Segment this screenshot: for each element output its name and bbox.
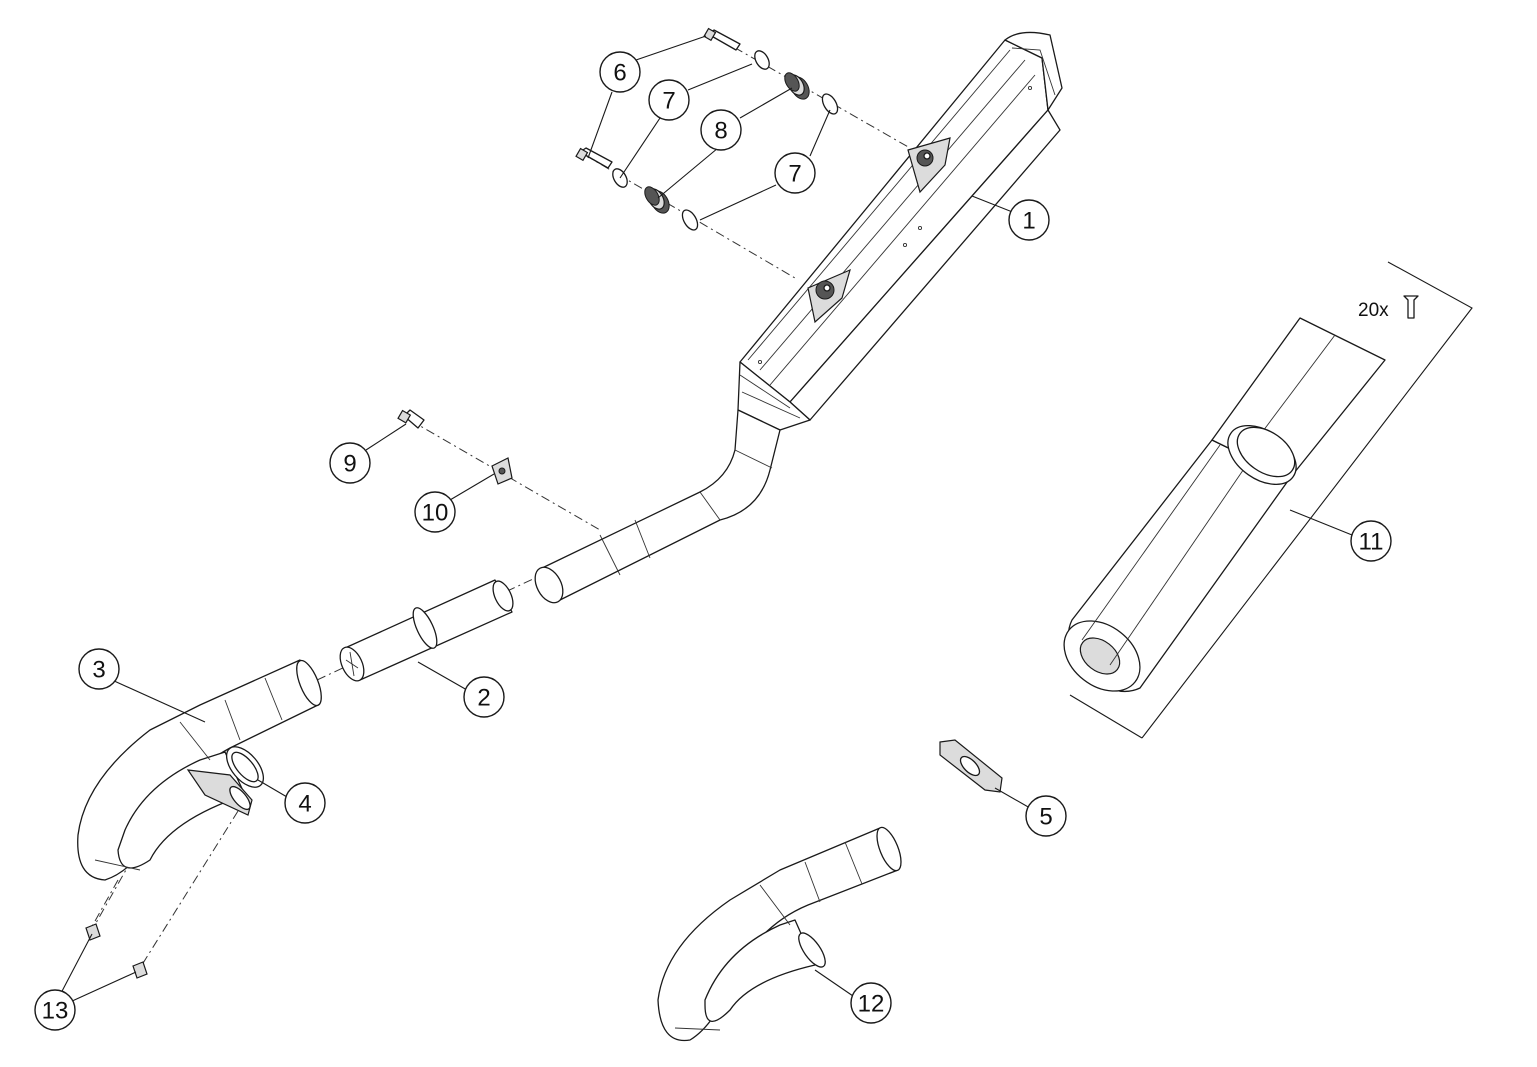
callout-10: 10 xyxy=(414,491,456,533)
callout-2: 2 xyxy=(463,676,505,718)
callout-6: 6 xyxy=(599,51,641,93)
callout-4-label: 4 xyxy=(298,791,311,818)
rivet-quantity-label: 20x xyxy=(1358,300,1389,321)
callout-3-label: 3 xyxy=(92,657,105,684)
axis-nut-b xyxy=(139,794,249,969)
leader-lines xyxy=(59,35,1353,1003)
callout-10-label: 10 xyxy=(422,500,449,527)
header-pipe-alt xyxy=(657,826,902,1042)
callout-7a: 7 xyxy=(648,79,690,121)
callout-1-label: 1 xyxy=(1022,208,1035,235)
connector-pipe xyxy=(339,579,514,682)
callout-3: 3 xyxy=(78,648,120,690)
clamp-bolt xyxy=(397,409,425,429)
callout-11-label: 11 xyxy=(1359,529,1384,556)
rivet-icon xyxy=(1403,295,1419,319)
header-pipe xyxy=(77,659,322,881)
flange-nuts xyxy=(85,923,148,979)
callout-2-label: 2 xyxy=(477,685,490,712)
callout-4: 4 xyxy=(284,782,326,824)
callout-7b: 7 xyxy=(774,152,816,194)
callout-13-label: 13 xyxy=(42,998,69,1025)
callout-7a-label: 7 xyxy=(662,88,675,115)
flange-plate xyxy=(939,739,1003,793)
callout-5: 5 xyxy=(1025,795,1067,837)
callout-9: 9 xyxy=(329,442,371,484)
callout-6-label: 6 xyxy=(613,60,626,87)
axis-upper-bolt xyxy=(717,37,911,149)
callout-12-label: 12 xyxy=(858,991,885,1018)
callout-5-label: 5 xyxy=(1039,804,1052,831)
callout-12: 12 xyxy=(850,982,892,1024)
silencer xyxy=(737,31,1063,431)
callouts: 1 2 3 4 5 6 7 7 xyxy=(34,51,1392,1031)
axis-nut-a xyxy=(89,879,119,931)
callout-8-label: 8 xyxy=(714,118,727,145)
callout-7b-label: 7 xyxy=(788,161,801,188)
clamp-nut xyxy=(491,457,513,485)
callout-1: 1 xyxy=(1008,199,1050,241)
link-pipe xyxy=(534,409,781,604)
callout-11: 11 xyxy=(1350,520,1392,562)
callout-13: 13 xyxy=(34,989,76,1031)
callout-8: 8 xyxy=(700,109,742,151)
gasket xyxy=(225,746,265,788)
packing-wool xyxy=(1063,261,1473,739)
callout-9-label: 9 xyxy=(343,451,356,478)
